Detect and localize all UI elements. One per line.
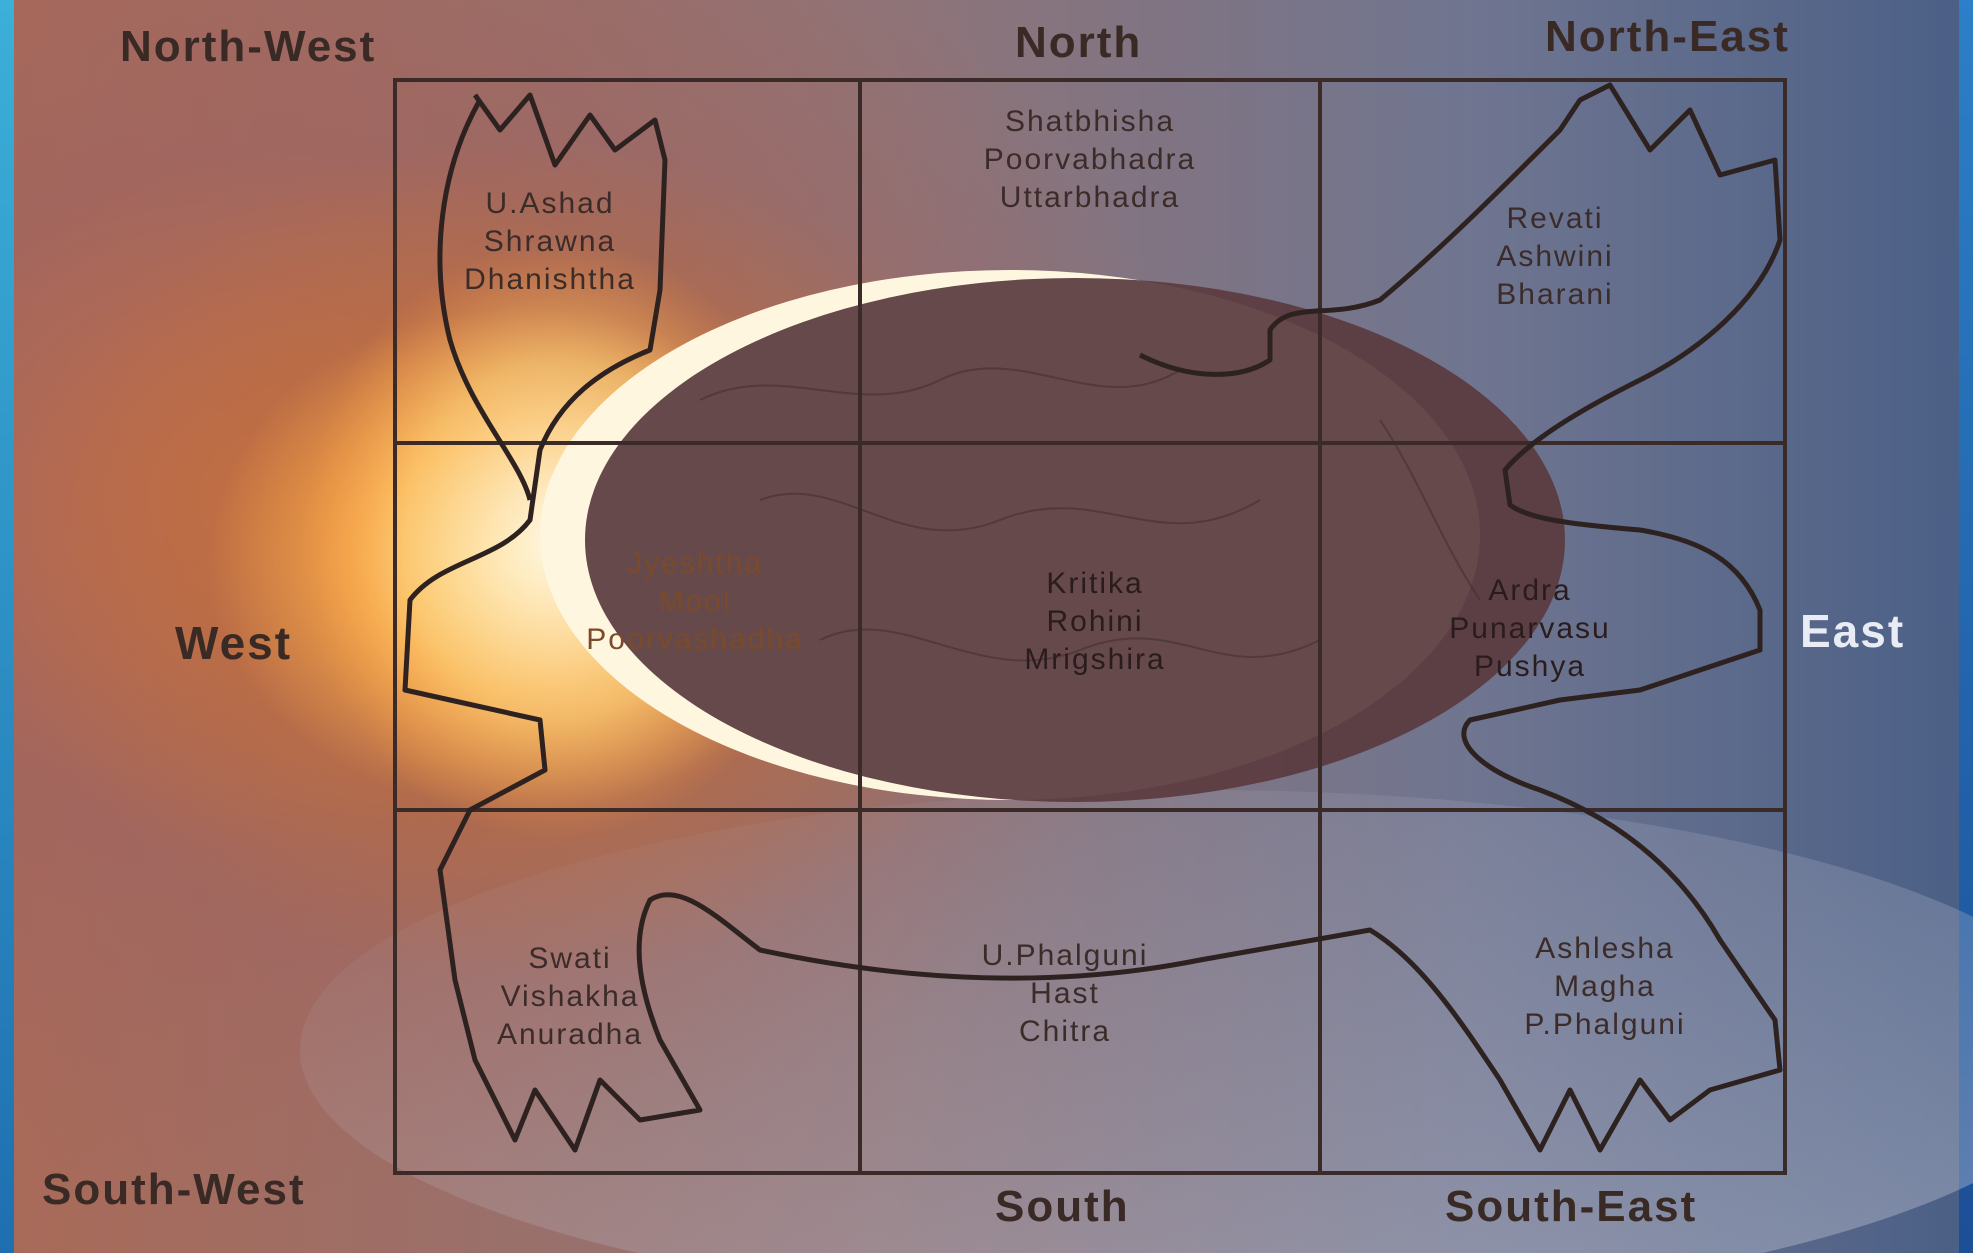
nakshatra-label: Ashwini — [1435, 238, 1675, 276]
nakshatra-label: Shatbhisha — [920, 103, 1260, 141]
cell-north: Shatbhisha Poorvabhadra Uttarbhadra — [920, 103, 1260, 217]
nakshatra-label: Rohini — [960, 603, 1230, 641]
nakshatra-label: Vishakha — [450, 978, 690, 1016]
cell-south-west: Swati Vishakha Anuradha — [450, 940, 690, 1054]
direction-south-east: South-East — [1445, 1182, 1697, 1232]
nakshatra-label: U.Ashad — [430, 185, 670, 223]
cell-east: Ardra Punarvasu Pushya — [1395, 572, 1665, 686]
nakshatra-label: Ashlesha — [1470, 930, 1740, 968]
nakshatra-label: Uttarbhadra — [920, 179, 1260, 217]
nakshatra-label: P.Phalguni — [1470, 1006, 1740, 1044]
nakshatra-label: Pushya — [1395, 648, 1665, 686]
nakshatra-label: Swati — [450, 940, 690, 978]
cell-center: Kritika Rohini Mrigshira — [960, 565, 1230, 679]
direction-north: North — [1015, 18, 1142, 68]
nakshatra-label: Mrigshira — [960, 641, 1230, 679]
nakshatra-label: Mool — [535, 583, 855, 621]
direction-east: East — [1800, 604, 1905, 658]
direction-west: West — [175, 616, 292, 670]
cell-south-east: Ashlesha Magha P.Phalguni — [1470, 930, 1740, 1044]
direction-south-west: South-West — [42, 1165, 306, 1215]
nakshatra-label: U.Phalguni — [915, 937, 1215, 975]
cell-north-east: Revati Ashwini Bharani — [1435, 200, 1675, 314]
nakshatra-label: Chitra — [915, 1013, 1215, 1051]
nakshatra-label: Poorvabhadra — [920, 141, 1260, 179]
nakshatra-label: Kritika — [960, 565, 1230, 603]
direction-north-east: North-East — [1545, 12, 1790, 62]
nakshatra-label: Magha — [1470, 968, 1740, 1006]
nakshatra-label: Punarvasu — [1395, 610, 1665, 648]
cell-south: U.Phalguni Hast Chitra — [915, 937, 1215, 1051]
nakshatra-label: Dhanishtha — [430, 261, 670, 299]
nakshatra-label: Hast — [915, 975, 1215, 1013]
nakshatra-label: Ardra — [1395, 572, 1665, 610]
eclipse-moon — [585, 278, 1565, 802]
direction-north-west: North-West — [120, 22, 376, 72]
nakshatra-label: Jyeshtha — [535, 545, 855, 583]
cell-north-west: U.Ashad Shrawna Dhanishtha — [430, 185, 670, 299]
cell-west: Jyeshtha Mool Poorvashadha — [535, 545, 855, 659]
nakshatra-label: Shrawna — [430, 223, 670, 261]
nakshatra-label: Bharani — [1435, 276, 1675, 314]
nakshatra-label: Poorvashadha — [535, 621, 855, 659]
nakshatra-label: Revati — [1435, 200, 1675, 238]
nakshatra-label: Anuradha — [450, 1016, 690, 1054]
direction-south: South — [995, 1182, 1130, 1232]
